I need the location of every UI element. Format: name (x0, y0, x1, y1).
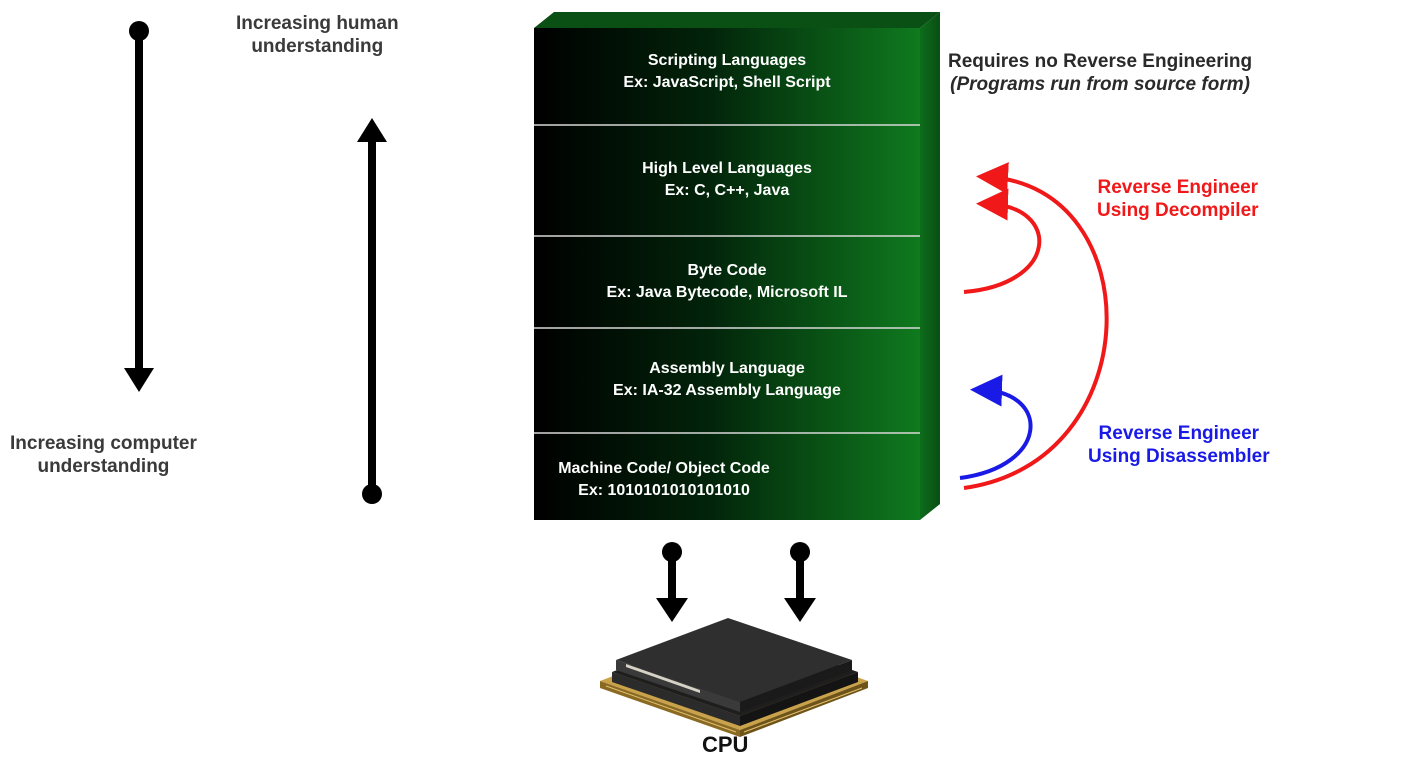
cpu-label: CPU (702, 732, 749, 757)
layer-assembly-language: Assembly Language Ex: IA-32 Assembly Lan… (534, 358, 920, 402)
decompiler-label: Reverse Engineer Using Decompiler (1097, 177, 1259, 222)
layer-scripting-languages: Scripting Languages Ex: JavaScript, Shel… (534, 50, 920, 94)
layer-byte-code: Byte Code Ex: Java Bytecode, Microsoft I… (534, 260, 920, 304)
decompiler-long-arrow (963, 162, 1109, 490)
cpu-chip-icon (600, 618, 868, 737)
layer-title: Scripting Languages (647, 52, 807, 69)
layer-example: Ex: C, C++, Java (664, 182, 790, 200)
decompiler-short-arrow (963, 188, 1042, 294)
layer-title: Byte Code (687, 262, 767, 279)
downward-understanding-arrow (124, 21, 154, 392)
computer-understanding-label: Increasing computer understanding (10, 433, 197, 478)
human-understanding-label: Increasing human understanding (236, 13, 399, 58)
layer-example: Ex: IA-32 Assembly Language (613, 382, 841, 400)
disassembler-arrow (959, 374, 1033, 480)
stack-top-face (534, 12, 940, 28)
disassembler-curve-arrow (959, 374, 1033, 480)
layer-title: Machine Code/ Object Code (558, 460, 770, 477)
disassembler-label: Reverse Engineer Using Disassembler (1088, 423, 1270, 468)
layer-high-level-languages: High Level Languages Ex: C, C++, Java (534, 158, 920, 202)
layer-title: Assembly Language (649, 360, 805, 377)
decompiler-arrows (963, 162, 1109, 490)
upward-understanding-arrow (357, 118, 387, 504)
no-reverse-engineering-label: Requires no Reverse Engineering (Program… (948, 51, 1253, 96)
layer-example: Ex: Java Bytecode, Microsoft IL (606, 284, 848, 302)
layer-title: High Level Languages (642, 160, 812, 177)
layer-example: Ex: JavaScript, Shell Script (623, 74, 831, 92)
layer-example: Ex: 1010101010101010 (578, 482, 750, 500)
cpu-input-arrow-right (784, 542, 816, 622)
language-stack (534, 12, 940, 520)
stack-front-face (534, 28, 920, 520)
stack-side-face (920, 12, 940, 520)
layer-machine-code: Machine Code/ Object Code Ex: 1010101010… (534, 458, 794, 502)
cpu-input-arrow-left (656, 542, 688, 622)
